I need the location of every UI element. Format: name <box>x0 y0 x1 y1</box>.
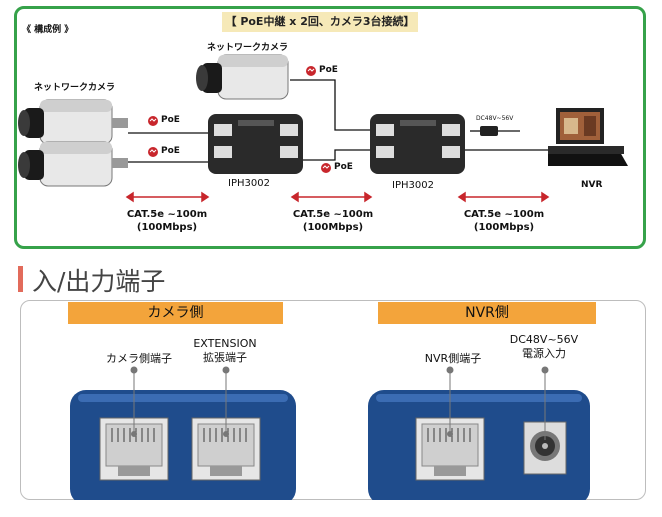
dc-label: DC48V~56V <box>476 115 514 122</box>
cable-lines <box>128 79 548 163</box>
power-input-label: DC48V~56V 電源入力 <box>509 333 579 360</box>
nvr-icon <box>548 108 628 166</box>
pointer-lines <box>446 366 549 440</box>
distance-arrows <box>125 191 550 203</box>
poe-label: PoE <box>334 162 353 172</box>
camera-side-title: カメラ側 <box>68 302 283 324</box>
network-diagram <box>18 54 628 203</box>
dc-adapter-icon <box>480 126 498 136</box>
nvr-port-label: NVR側端子 <box>424 352 482 365</box>
camera-icon <box>18 99 128 145</box>
nvr-label: NVR <box>581 180 603 190</box>
cable-iph1-iph2 <box>303 149 370 161</box>
poe-label: PoE <box>319 65 338 75</box>
poe-label: PoE <box>161 115 180 125</box>
io-ports-illustration <box>70 366 590 500</box>
nvr-side-device <box>368 390 590 500</box>
iph-device-icon <box>208 114 303 174</box>
poe-icon <box>306 66 316 76</box>
device-model-label: IPH3002 <box>228 178 270 189</box>
pointer-lines <box>130 366 230 437</box>
poe-icon <box>148 116 158 126</box>
diagram-frame <box>14 6 646 249</box>
extension-port-label: EXTENSION 拡張端子 <box>193 337 257 364</box>
camera-icon <box>196 54 289 100</box>
section-label: 《 構成例 》 <box>22 25 74 35</box>
cable-spec: CAT.5e ~100m (100Mbps) <box>126 209 208 233</box>
cable-spec: CAT.5e ~100m (100Mbps) <box>292 209 374 233</box>
camera-icon <box>18 141 128 187</box>
cable-spec: CAT.5e ~100m (100Mbps) <box>463 209 545 233</box>
cable-cam3-iph2 <box>290 79 370 131</box>
nvr-side-title: NVR側 <box>378 302 596 324</box>
rj45-port-icon <box>415 417 485 481</box>
device-model-label: IPH3002 <box>392 180 434 191</box>
poe-icon <box>321 163 331 173</box>
poe-icon <box>148 147 158 157</box>
poe-label: PoE <box>161 146 180 156</box>
section-accent-bar <box>18 266 23 292</box>
camera-side-device <box>70 390 296 500</box>
iph-device-icon <box>370 114 465 174</box>
camera-label: ネットワークカメラ <box>34 83 116 93</box>
io-section-title: 入/出力端子 <box>32 267 166 296</box>
camera-label: ネットワークカメラ <box>207 43 289 53</box>
diagram-banner: 【 PoE中継 x 2回、カメラ3台接続】 <box>222 12 418 32</box>
camera-port-label: カメラ側端子 <box>106 352 172 365</box>
